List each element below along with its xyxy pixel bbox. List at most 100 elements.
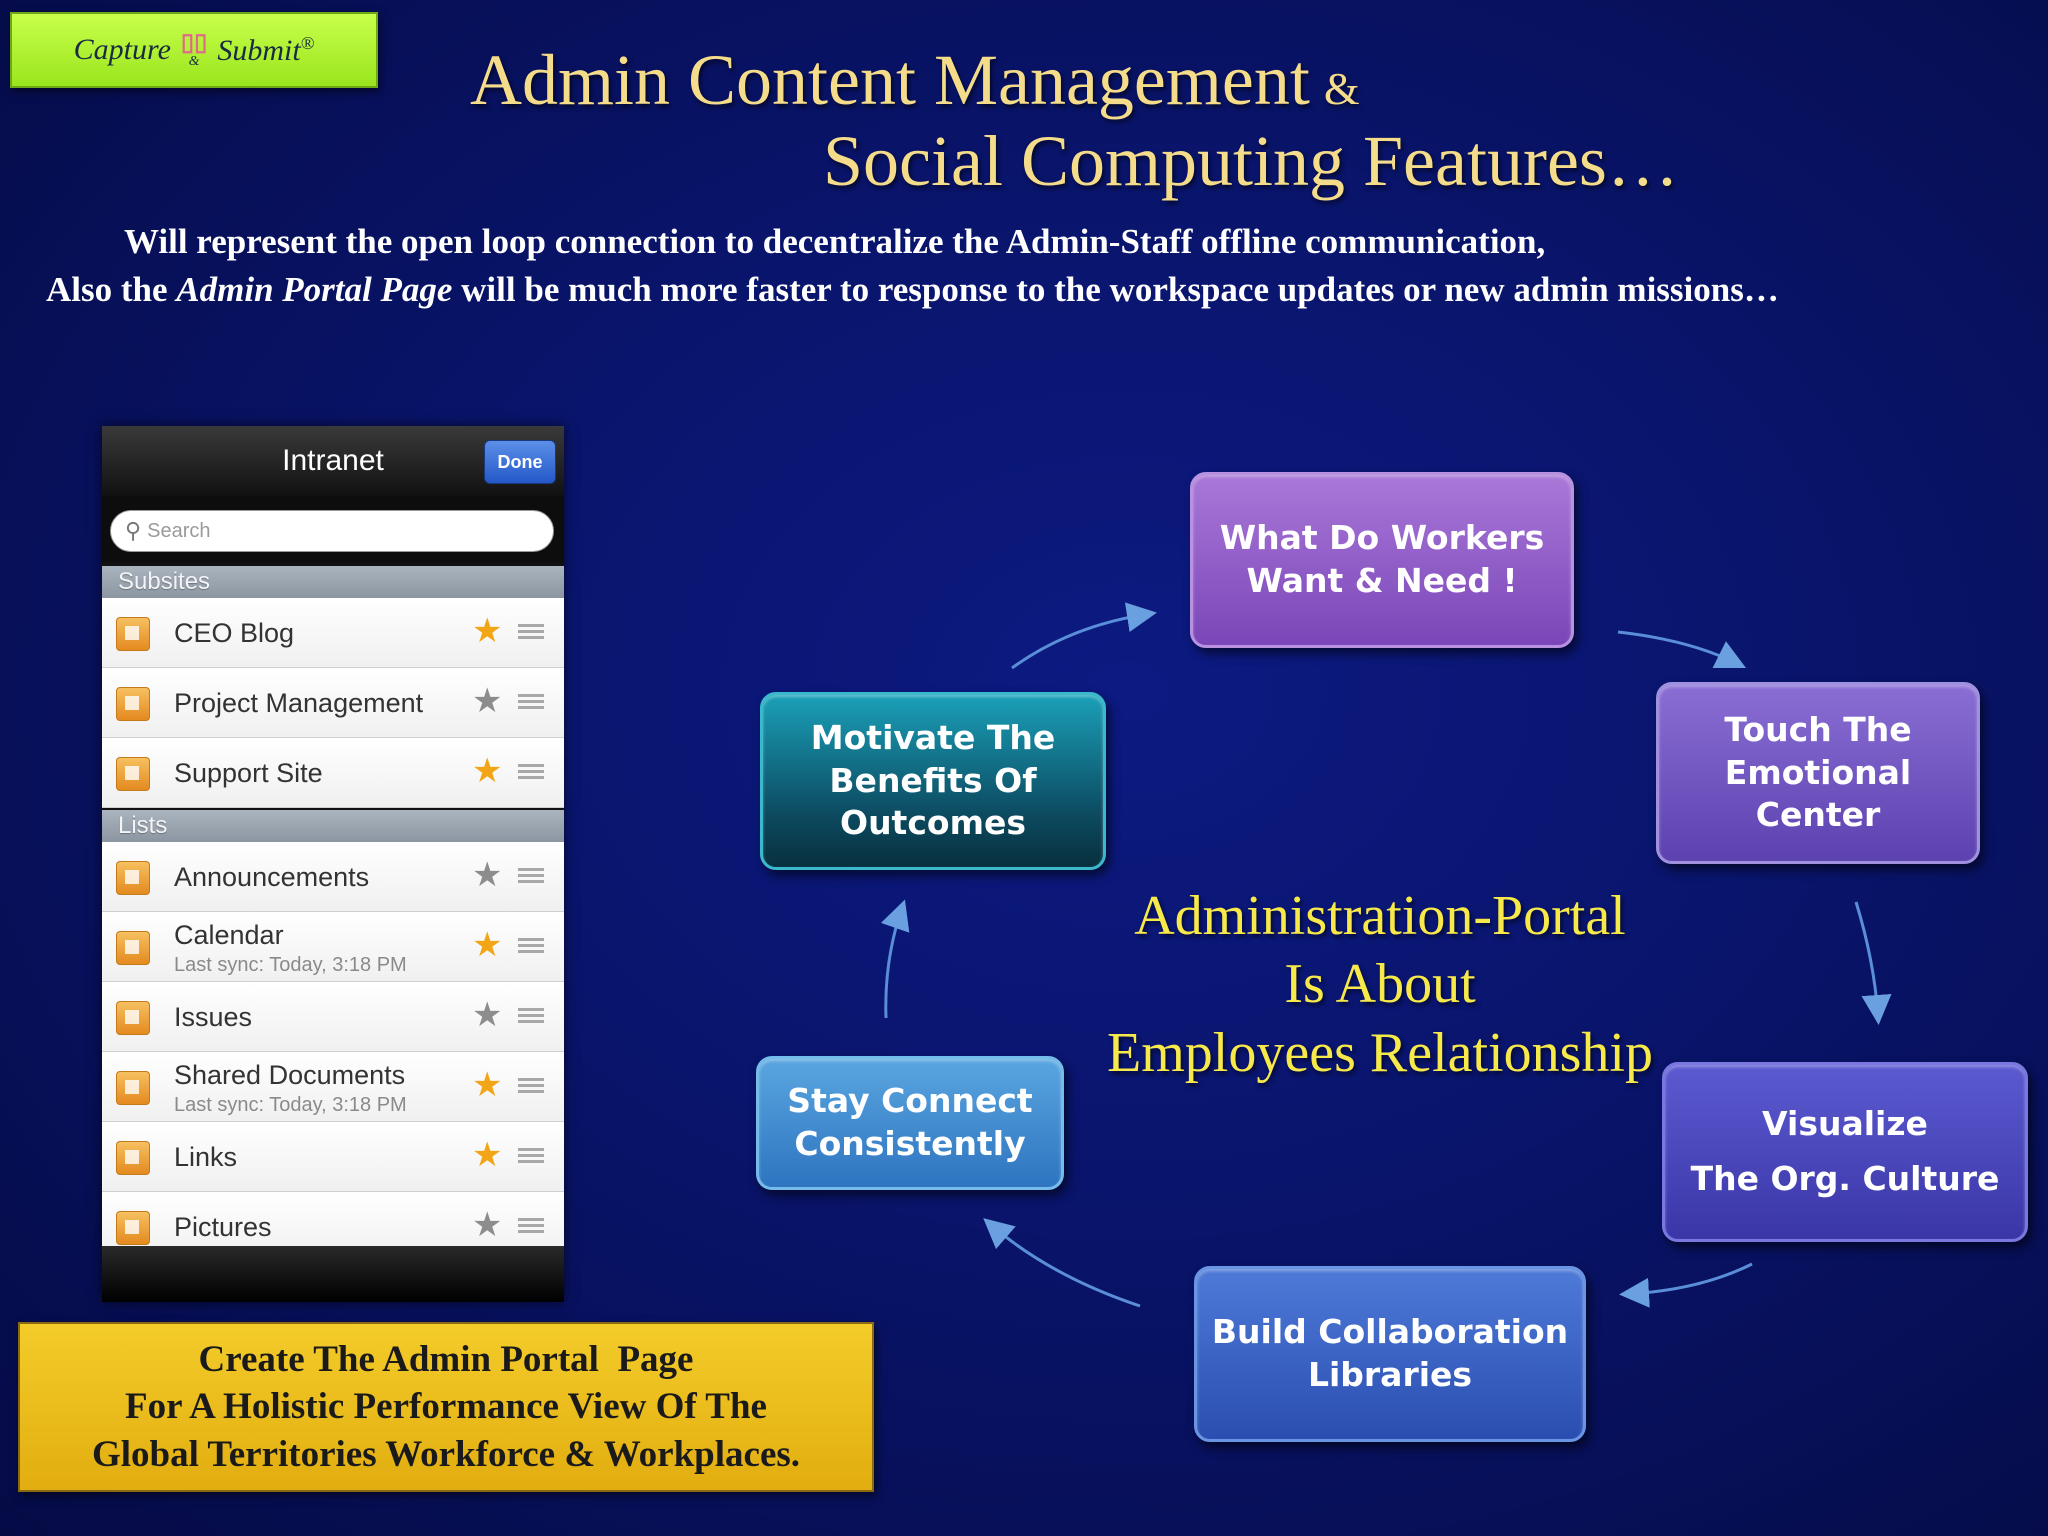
search-input[interactable]: ⚲ Search (110, 510, 554, 552)
phone-nav-title: Intranet (282, 444, 384, 477)
cycle-box-line: The Org. Culture (1690, 1159, 2000, 1198)
list-item-announcements[interactable]: Announcements ★ (102, 842, 564, 912)
list-item-issues[interactable]: Issues ★ (102, 982, 564, 1052)
list-item-sync-status: Last sync: Today, 3:18 PM (174, 1094, 407, 1116)
star-icon[interactable]: ★ (472, 612, 503, 650)
list-item-label: CEO Blog (174, 618, 295, 648)
arrow-stay-to-motivate (880, 899, 910, 1019)
cycle-box-line: Stay Connect (787, 1081, 1033, 1121)
title-ampersand: & (1323, 63, 1360, 114)
logo-amp: & (188, 54, 200, 69)
calendar-icon (116, 931, 150, 965)
center-line1: Administration-Portal (1134, 885, 1626, 947)
subtitle-line2-post: will be much more faster to response to … (452, 270, 1779, 309)
page-title-line1: Admin Content Management& (470, 44, 1360, 116)
star-icon[interactable]: ★ (472, 856, 503, 894)
section-header-lists: Lists (102, 810, 564, 842)
subtitle-line2: Also the Admin Portal Page will be much … (46, 272, 1779, 307)
cycle-box-line: Visualize (1762, 1104, 1928, 1144)
logo-mark: ▯▯ & (181, 31, 207, 69)
star-icon[interactable]: ★ (472, 926, 503, 964)
star-icon[interactable]: ★ (472, 752, 503, 790)
list-item-shared-documents[interactable]: Shared Documents Last sync: Today, 3:18 … (102, 1052, 564, 1122)
list-item-calendar[interactable]: Calendar Last sync: Today, 3:18 PM ★ (102, 912, 564, 982)
cycle-box-line: Benefits Of (829, 760, 1037, 800)
reorder-handle-icon[interactable] (518, 1218, 544, 1234)
cycle-box-workers-needs: What Do Workers Want & Need ! (1190, 472, 1574, 648)
subtitle-line1: Will represent the open loop connection … (124, 222, 1546, 261)
phone-bottom-toolbar (102, 1246, 564, 1302)
logo-glyph-icon: ▯▯ (180, 30, 208, 56)
pictures-icon (116, 1211, 150, 1245)
megaphone-icon (116, 861, 150, 895)
list-item-label: Pictures (174, 1212, 272, 1242)
cycle-box-line: Outcomes (840, 803, 1026, 843)
cycle-box-org-culture: Visualize The Org. Culture (1662, 1062, 2028, 1242)
link-icon (116, 1141, 150, 1175)
done-button[interactable]: Done (484, 440, 556, 484)
cycle-box-line: Center (1755, 795, 1881, 835)
arrow-visualize-to-build (1619, 1262, 1753, 1308)
list-item-label: Calendar (174, 920, 284, 950)
list-item-links[interactable]: Links ★ (102, 1122, 564, 1192)
list-item-label: Shared Documents (174, 1060, 406, 1090)
star-icon[interactable]: ★ (472, 1066, 503, 1104)
reorder-handle-icon[interactable] (518, 624, 544, 640)
star-icon[interactable]: ★ (472, 1136, 503, 1174)
list-item-project-management[interactable]: Project Management ★ (102, 668, 564, 738)
star-icon[interactable]: ★ (472, 1206, 503, 1244)
cycle-box-stay-connected: Stay Connect Consistently (756, 1056, 1064, 1190)
reorder-handle-icon[interactable] (518, 1148, 544, 1164)
center-statement: Administration-Portal Is About Employees… (1080, 882, 1680, 1087)
star-icon[interactable]: ★ (472, 682, 503, 720)
star-icon[interactable]: ★ (472, 996, 503, 1034)
search-icon: ⚲ (125, 518, 142, 543)
reorder-handle-icon[interactable] (518, 694, 544, 710)
cycle-box-line: Emotional (1724, 752, 1912, 792)
list-item-sync-status: Last sync: Today, 3:18 PM (174, 954, 407, 976)
issues-icon (116, 1001, 150, 1035)
arrow-touch-to-visualize (1854, 901, 1892, 1025)
intranet-phone-screenshot: Intranet Done ⚲ Search Subsites CEO Blog… (102, 426, 564, 1302)
site-icon (116, 617, 150, 651)
cycle-box-line: Touch The (1724, 709, 1912, 749)
site-icon (116, 757, 150, 791)
center-line2: Is About (1284, 953, 1476, 1016)
arrow-build-to-stay (983, 1218, 1141, 1308)
title-text: Admin Content Management (470, 40, 1310, 120)
search-placeholder: Search (147, 519, 211, 542)
cycle-box-emotional-center: Touch The Emotional Center (1656, 682, 1980, 864)
list-item-support-site[interactable]: Support Site ★ (102, 738, 564, 808)
reorder-handle-icon[interactable] (518, 1008, 544, 1024)
cycle-box-line: Consistently (794, 1124, 1026, 1163)
documents-icon (116, 1071, 150, 1105)
cycle-box-line: Want & Need ! (1246, 561, 1518, 600)
subtitle-line2-pre: Also the (46, 270, 177, 309)
callout-line1: Create The Admin Portal Page (198, 1338, 694, 1380)
list-item-label: Issues (174, 1002, 253, 1032)
callout-line2: For A Holistic Performance View Of The (125, 1386, 767, 1428)
list-item-label: Announcements (174, 862, 370, 892)
reorder-handle-icon[interactable] (518, 1078, 544, 1094)
logo-left-text: Capture (73, 33, 171, 66)
reorder-handle-icon[interactable] (518, 868, 544, 884)
capture-submit-logo: Capture ▯▯ & Submit® (10, 12, 378, 88)
logo-right-word: Submit (217, 33, 301, 67)
list-item-label: Project Management (174, 688, 424, 718)
callout-line3: Global Territories Workforce & Workplace… (91, 1433, 801, 1475)
cycle-box-line: Motivate The (810, 717, 1056, 757)
page-title-line2: Social Computing Features… (823, 121, 1679, 201)
callout-box: Create The Admin Portal Page For A Holis… (18, 1322, 874, 1492)
list-item-label: Support Site (174, 758, 323, 788)
list-item-ceo-blog[interactable]: CEO Blog ★ (102, 598, 564, 668)
section-header-subsites: Subsites (102, 566, 564, 598)
reorder-handle-icon[interactable] (518, 938, 544, 954)
reorder-handle-icon[interactable] (518, 764, 544, 780)
center-line3: Employees Relationship (1107, 1021, 1653, 1084)
cycle-box-collaboration-libraries: Build Collaboration Libraries (1194, 1266, 1586, 1442)
logo-right-text: Submit® (217, 33, 314, 68)
arrow-what-to-touch (1617, 630, 1747, 669)
cycle-box-line: What Do Workers (1219, 518, 1545, 558)
subtitle-line2-emphasis: Admin Portal Page (176, 270, 453, 309)
arrow-motivate-to-what (1011, 602, 1157, 670)
